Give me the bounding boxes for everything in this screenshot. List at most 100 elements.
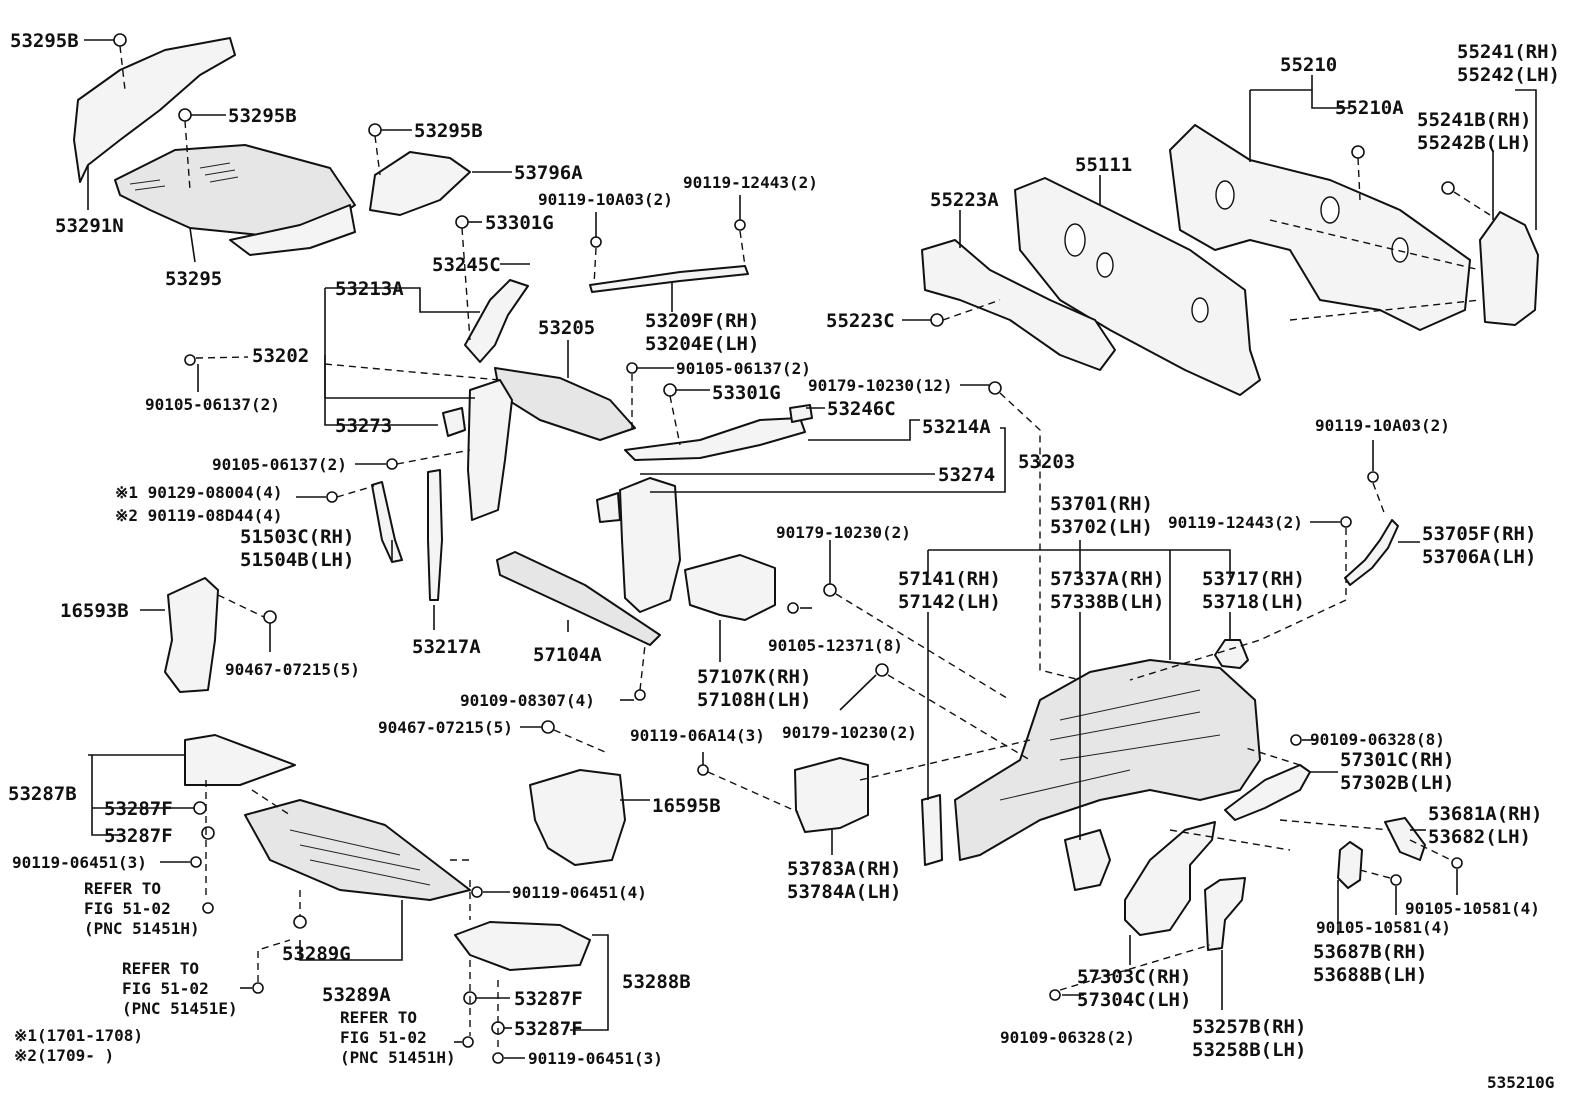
part-labels: 53295B 53295B 53295B 53796A 53291N 53295… <box>8 30 1560 1092</box>
bolt-90119-10A03 <box>590 236 602 248</box>
part-53203-bracket <box>596 492 621 523</box>
part-57107K <box>684 554 776 621</box>
part-57337A <box>1064 829 1111 891</box>
bolt-refer-51451E <box>252 982 264 994</box>
label-l34: 57107K(RH) <box>697 666 811 688</box>
label-l59: 53718(LH) <box>1202 591 1305 613</box>
part-53257B <box>1204 877 1246 951</box>
part-53288B <box>454 921 591 971</box>
part-16593B <box>164 577 219 693</box>
label-l27: 51503C(RH) <box>240 526 354 548</box>
label-l22: 53203 <box>1018 451 1075 473</box>
label-l96: 53287F <box>514 988 583 1010</box>
part-53214A <box>624 417 806 461</box>
part-55241 <box>1479 211 1539 326</box>
part-53289A <box>244 799 471 901</box>
label-l39: 55111 <box>1075 154 1132 176</box>
label-l21: 53214A <box>922 416 991 438</box>
part-53701-hatch <box>999 689 1221 801</box>
label-l69: 53688B(LH) <box>1313 964 1427 986</box>
part-55210-hole-2 <box>1320 196 1340 224</box>
bolt-90467-07215-2 <box>541 720 555 734</box>
label-l19: 53273 <box>335 415 392 437</box>
label-l94: FIG 51-02 <box>340 1028 427 1047</box>
label-l20: 53246C <box>827 398 896 420</box>
part-53287B <box>184 734 296 786</box>
part-53205 <box>494 367 636 441</box>
clip-53295B-2 <box>178 108 192 122</box>
part-51503C <box>371 481 403 563</box>
label-l14: 53204E(LH) <box>645 333 759 355</box>
nut-90179-10230-2 <box>875 663 889 677</box>
clip-55210A <box>1351 145 1365 159</box>
part-53796A-strip <box>229 204 356 256</box>
bolt-90105-12371 <box>787 602 799 614</box>
part-53203 <box>619 477 681 613</box>
label-l89: 53289A <box>322 984 391 1006</box>
label-l68: 53687B(RH) <box>1313 941 1427 963</box>
clip-55241B <box>1441 181 1455 195</box>
label-l63: 57302B(LH) <box>1340 772 1454 794</box>
label-l15: 53202 <box>252 345 309 367</box>
part-55210-hole-1 <box>1215 180 1235 210</box>
label-l06: 53295 <box>165 268 222 290</box>
part-55223A <box>921 239 1116 371</box>
part-53717 <box>1214 639 1249 669</box>
part-53209F <box>589 265 749 293</box>
label-l84: REFER TO <box>84 879 161 898</box>
label-l62: 57301C(RH) <box>1340 749 1454 771</box>
label-l82: 53287F <box>104 825 173 847</box>
label-l74: 53257B(RH) <box>1192 1016 1306 1038</box>
label-l85: FIG 51-02 <box>84 899 171 918</box>
label-l76: 90109-06328(2) <box>1000 1028 1135 1047</box>
part-53246C <box>789 404 813 423</box>
label-l40: 55223A <box>930 189 999 211</box>
part-53213A <box>464 279 529 363</box>
label-l92: (PNC 51451E) <box>122 999 238 1018</box>
label-l72: 57303C(RH) <box>1077 966 1191 988</box>
clip-53287F-1 <box>193 801 207 815</box>
bolt-90119-06451-1 <box>190 856 202 868</box>
part-55210-hole-3 <box>1391 237 1409 263</box>
label-l08: 90119-12443(2) <box>683 173 818 192</box>
nut-90179-10230-1 <box>823 583 837 597</box>
bolt-90119-06451-4 <box>471 886 483 898</box>
clip-53301G-2 <box>663 383 677 397</box>
part-55210 <box>1169 124 1471 331</box>
label-l07: 90119-10A03(2) <box>538 190 673 209</box>
part-53705F <box>1344 519 1399 586</box>
label-l77: 90467-07215(5) <box>378 718 513 737</box>
label-l52: 53705F(RH) <box>1422 523 1536 545</box>
part-55111-hole-1 <box>1064 223 1086 257</box>
figure-code: 535210G <box>1487 1073 1554 1092</box>
bolt-90105-06137-3 <box>386 458 398 470</box>
label-l101: ※2(1709- ) <box>14 1046 114 1065</box>
label-l46: 55241B(RH) <box>1417 109 1531 131</box>
label-l71: 53784A(LH) <box>787 881 901 903</box>
label-l60: 90179-10230(2) <box>782 723 917 742</box>
label-l42: 55210 <box>1280 54 1337 76</box>
label-l57: 57338B(LH) <box>1050 591 1164 613</box>
bolt-90105-10581-2 <box>1390 874 1402 886</box>
label-l73: 57304C(LH) <box>1077 989 1191 1011</box>
label-l47: 55242B(LH) <box>1417 132 1531 154</box>
label-l30: 90467-07215(5) <box>225 660 360 679</box>
label-l02: 53295B <box>228 105 297 127</box>
label-l17: 90105-06137(2) <box>676 359 811 378</box>
label-l49: 53701(RH) <box>1050 493 1153 515</box>
label-l54: 57141(RH) <box>898 568 1001 590</box>
label-l70: 53783A(RH) <box>787 858 901 880</box>
part-53681A <box>1384 817 1426 861</box>
bolt-90105-06137-2 <box>626 362 638 374</box>
part-53217A <box>427 469 443 601</box>
label-l91: FIG 51-02 <box>122 979 209 998</box>
label-l18: 53301G <box>712 382 781 404</box>
label-l55: 57142(LH) <box>898 591 1001 613</box>
part-53783A <box>794 757 869 833</box>
part-57301C <box>1224 764 1311 821</box>
part-57141 <box>921 794 943 866</box>
nut-90179-10230-12 <box>988 381 1002 395</box>
bolt-90119-12443-2 <box>1340 516 1352 528</box>
clip-53301G-1 <box>455 215 469 229</box>
